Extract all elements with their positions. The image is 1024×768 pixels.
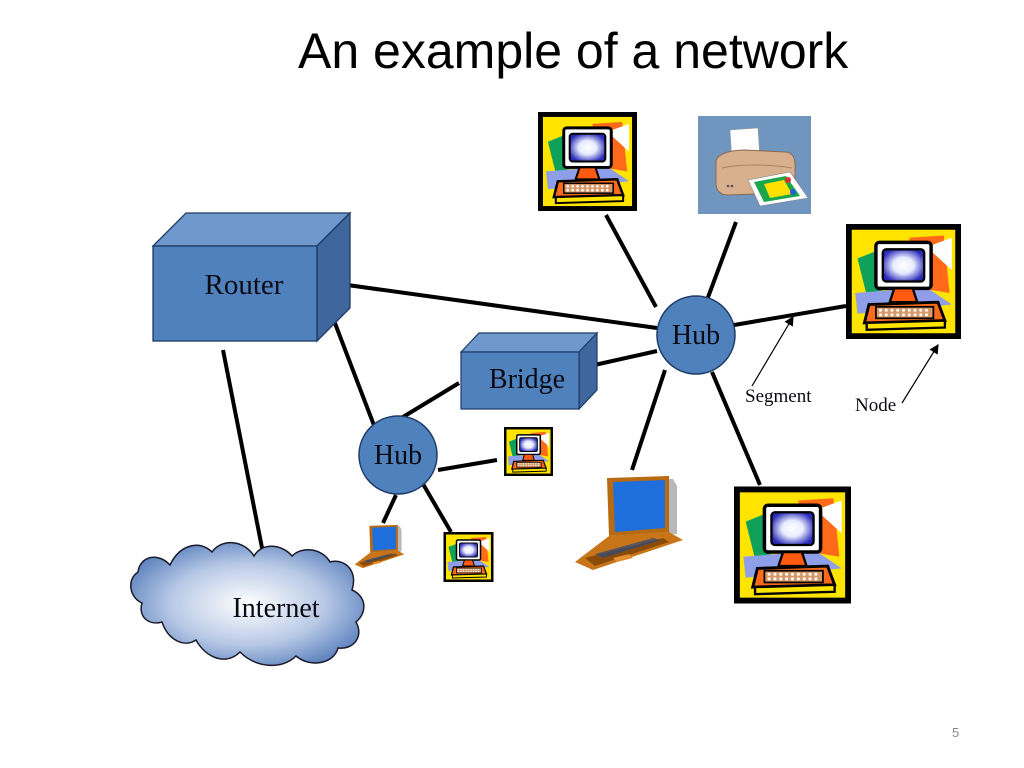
internet-cloud[interactable]: Internet (130, 542, 365, 667)
desktop-computer-icon (503, 427, 554, 476)
node-printer[interactable] (698, 116, 811, 214)
segment-label: Segment (745, 386, 812, 407)
page-number: 5 (952, 725, 960, 740)
hub-secondary-label: Hub (374, 440, 422, 471)
link-router-hub-secondary (331, 317, 377, 429)
laptop-icon (575, 476, 683, 570)
network-links (221, 214, 847, 559)
node-label: Node (855, 395, 896, 416)
node-annotation: Node (855, 343, 939, 416)
router-label: Router (205, 269, 284, 301)
node-desktop-top[interactable] (538, 111, 637, 212)
link-hub-printer (705, 221, 738, 301)
hub-secondary[interactable]: Hub (358, 415, 438, 495)
link-hub-pc-top (604, 214, 658, 308)
link-bridge-hub-main (589, 349, 658, 368)
router-device[interactable]: Router (151, 211, 352, 343)
bridge-device[interactable]: Bridge (459, 331, 599, 411)
link-hub2-laptop-small (381, 494, 398, 524)
segment-annotation: Segment (745, 315, 812, 407)
node-laptop-small[interactable] (354, 524, 405, 569)
node-laptop-large[interactable] (575, 476, 683, 570)
slide-title: An example of a network (298, 23, 849, 79)
printer-icon (715, 127, 809, 207)
link-bridge-hub-secondary (396, 381, 461, 422)
desktop-computer-icon (846, 223, 961, 340)
desktop-computer-icon (538, 111, 637, 212)
hub-main[interactable]: Hub (656, 295, 736, 375)
node-desktop-bottom[interactable] (734, 486, 851, 604)
link-hub-pc-bottom (710, 371, 762, 486)
link-hub-pc-right (733, 304, 847, 327)
link-router-internet (221, 349, 266, 559)
link-hub-laptop (630, 369, 667, 471)
desktop-computer-icon (442, 532, 495, 582)
internet-label: Internet (232, 593, 319, 624)
bridge-label: Bridge (489, 364, 565, 395)
laptop-icon (354, 524, 405, 569)
link-hub2-pc-small (437, 458, 498, 472)
node-arrow-icon (901, 343, 939, 404)
hub-main-label: Hub (672, 320, 720, 351)
desktop-computer-icon (734, 486, 851, 604)
segment-arrow-icon (751, 315, 794, 387)
node-desktop-small-bottom[interactable] (442, 532, 495, 582)
link-router-hub-main (332, 281, 658, 330)
link-hub2-pc-small-bottom (421, 482, 453, 534)
node-desktop-small[interactable] (503, 427, 554, 476)
node-desktop-right[interactable] (846, 223, 961, 340)
